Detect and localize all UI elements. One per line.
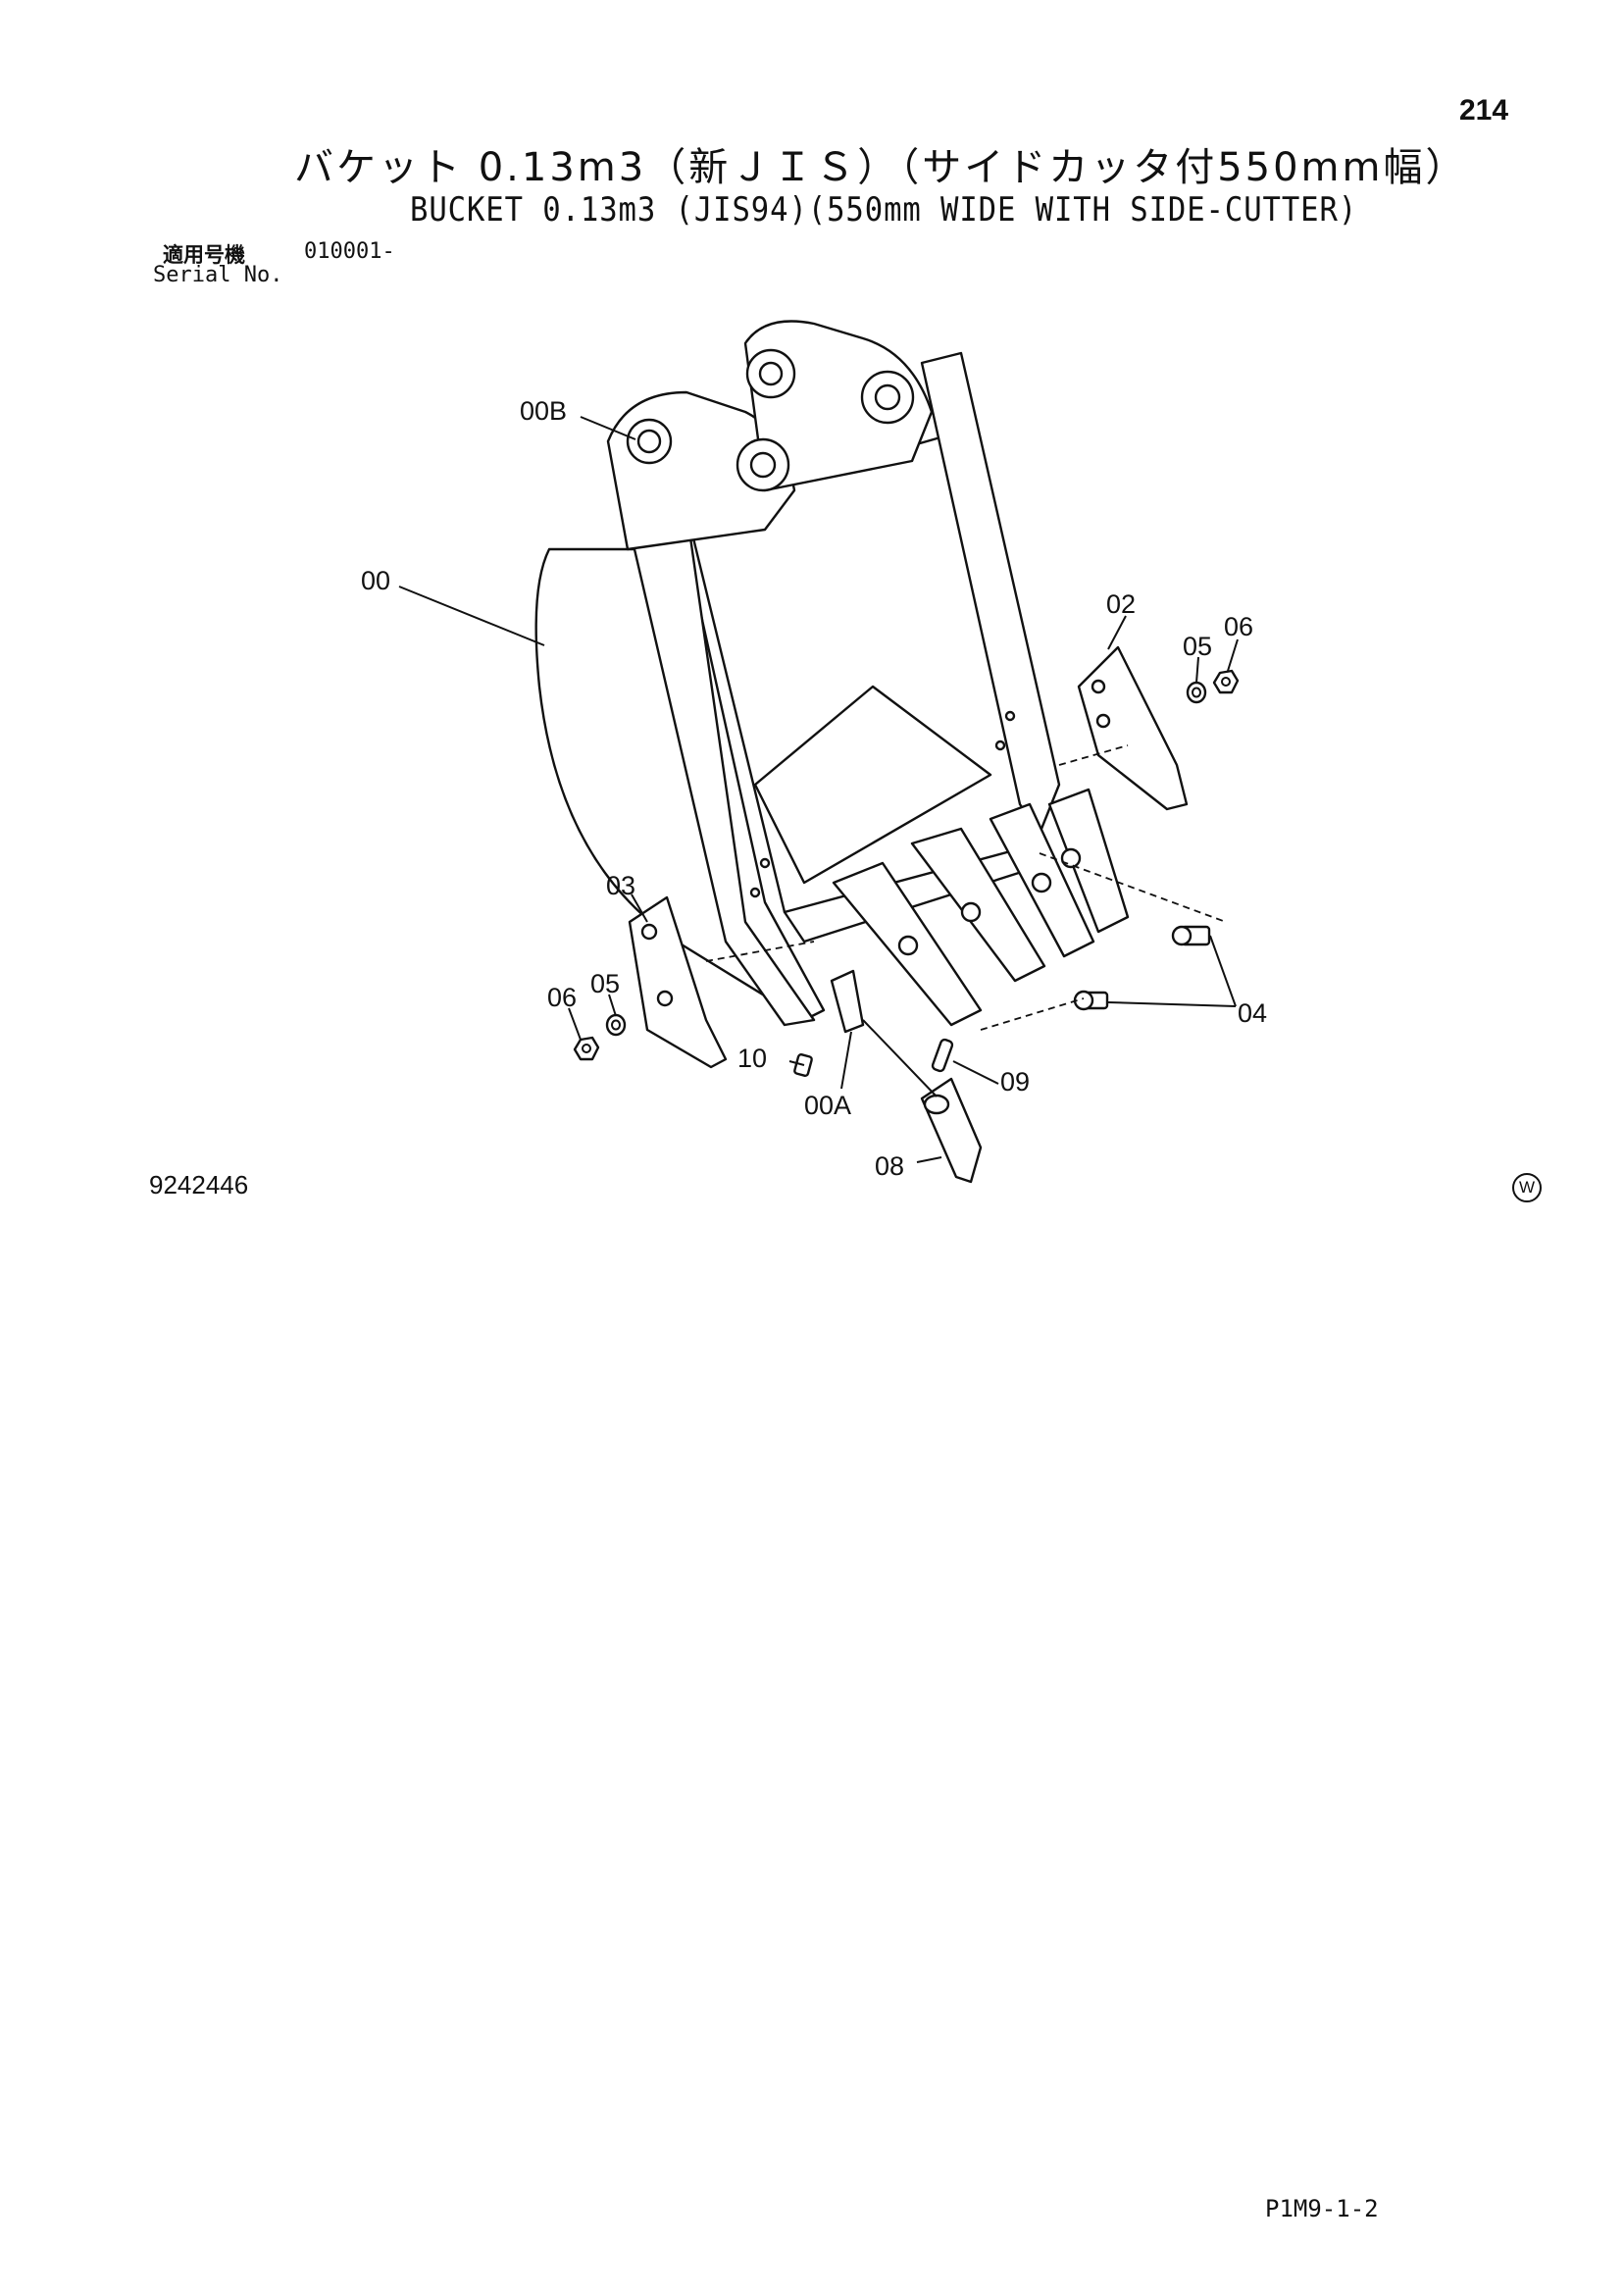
footer-page-code: P1M9-1-2 bbox=[1265, 2195, 1379, 2222]
serial-label-japanese: 適用号機 bbox=[163, 243, 245, 267]
callout-00B: 00B bbox=[520, 396, 567, 426]
serial-number-value: 010001- bbox=[304, 239, 395, 264]
w-mark-icon: W bbox=[1512, 1173, 1542, 1202]
drawing-number: 9242446 bbox=[149, 1170, 249, 1199]
tooth-adapter bbox=[830, 969, 865, 1034]
tooth-pin bbox=[931, 1038, 954, 1073]
page-title-japanese: バケット 0.13m3（新ＪＩＳ）（サイドカッタ付550mm幅） bbox=[294, 145, 1468, 190]
callout-06-right: 06 bbox=[1224, 612, 1253, 641]
side-cutter-right bbox=[1077, 645, 1189, 811]
pin-boss-rear bbox=[745, 348, 796, 399]
alignment-dashed-lines bbox=[705, 744, 1227, 1031]
leader-lines bbox=[398, 416, 1239, 1163]
bolt-upper bbox=[1171, 925, 1211, 946]
washer-right bbox=[1186, 681, 1207, 704]
tooth-point bbox=[920, 1077, 983, 1184]
callout-06-left: 06 bbox=[547, 983, 577, 1012]
bolt-lower bbox=[1073, 990, 1109, 1011]
callout-10: 10 bbox=[737, 1044, 767, 1073]
callout-05-left: 05 bbox=[590, 969, 620, 998]
callout-04: 04 bbox=[1238, 998, 1267, 1028]
pin-boss-front bbox=[626, 418, 673, 465]
nut-left bbox=[573, 1036, 600, 1061]
callout-03: 03 bbox=[606, 871, 635, 900]
callout-00A: 00A bbox=[804, 1091, 851, 1120]
serial-label-english: Serial No. bbox=[153, 263, 283, 287]
pin-boss-rear-right bbox=[860, 370, 915, 425]
side-cutter-left bbox=[628, 895, 728, 1069]
washer-left bbox=[605, 1013, 627, 1037]
bucket-teeth bbox=[832, 788, 1130, 1027]
bucket-body bbox=[534, 320, 1061, 1027]
page-title-english: BUCKET 0.13m3 (JIS94)(550mm WIDE WITH SI… bbox=[410, 190, 1358, 230]
callout-08: 08 bbox=[875, 1151, 904, 1181]
callout-00: 00 bbox=[361, 566, 390, 595]
pin-boss-front-right bbox=[736, 437, 790, 492]
callout-02: 02 bbox=[1106, 589, 1136, 619]
nut-right bbox=[1212, 669, 1240, 694]
callout-05-right: 05 bbox=[1183, 632, 1212, 661]
callout-09: 09 bbox=[1000, 1067, 1030, 1097]
page-number: 214 bbox=[1459, 94, 1509, 127]
